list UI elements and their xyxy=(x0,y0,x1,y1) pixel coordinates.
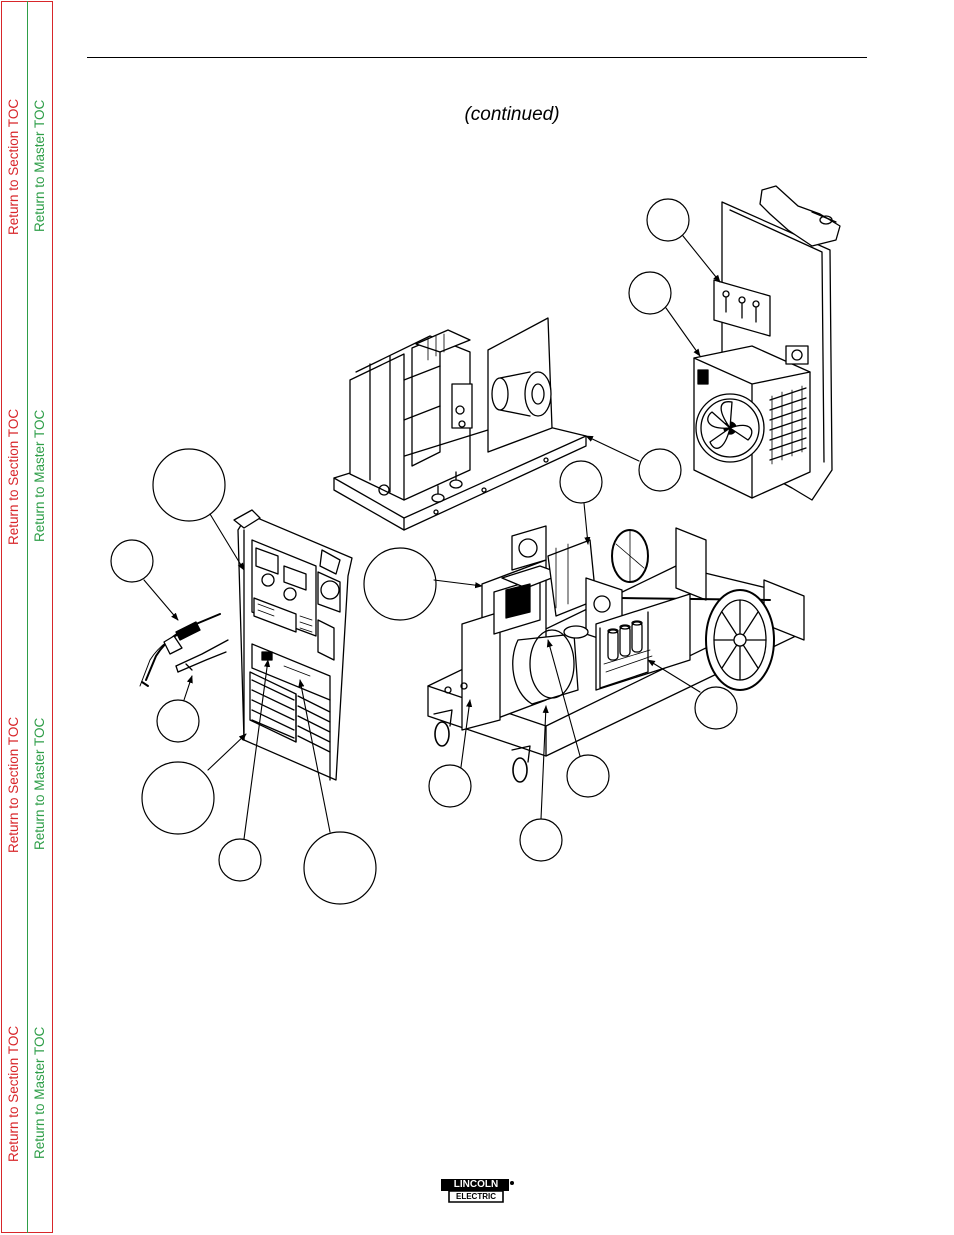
callout-circle-14 xyxy=(218,838,262,882)
callout-circles xyxy=(110,198,738,905)
callout-circle-3 xyxy=(638,448,682,492)
callout-circle-10 xyxy=(141,761,215,835)
callout-circle-9 xyxy=(156,699,200,743)
logo-line-2: ELECTRIC xyxy=(456,1192,496,1201)
callout-circle-5 xyxy=(152,448,226,522)
lincoln-electric-logo xyxy=(441,1179,514,1203)
callout-circle-8 xyxy=(694,686,738,730)
callout-circle-1 xyxy=(646,198,690,242)
continued-heading: (continued) xyxy=(464,104,560,125)
callout-circle-2 xyxy=(628,271,672,315)
callout-circle-7 xyxy=(363,547,437,621)
logo-line-1: LINCOLN xyxy=(453,1179,499,1190)
callout-circle-6 xyxy=(110,539,154,583)
navigation-divider xyxy=(27,1,28,1233)
callout-circle-13 xyxy=(519,818,563,862)
callout-circle-15 xyxy=(303,831,377,905)
gun-and-clamp xyxy=(139,613,229,687)
center-base-assembly xyxy=(333,317,587,531)
callout-circle-11 xyxy=(428,764,472,808)
leader-arrows xyxy=(143,235,721,840)
callout-circle-12 xyxy=(566,754,610,798)
chassis-assembly xyxy=(427,525,805,783)
front-panel-assembly xyxy=(233,509,353,781)
callout-circle-4 xyxy=(559,460,603,504)
header-rule xyxy=(87,57,867,58)
rear-panel-assembly xyxy=(693,185,841,501)
